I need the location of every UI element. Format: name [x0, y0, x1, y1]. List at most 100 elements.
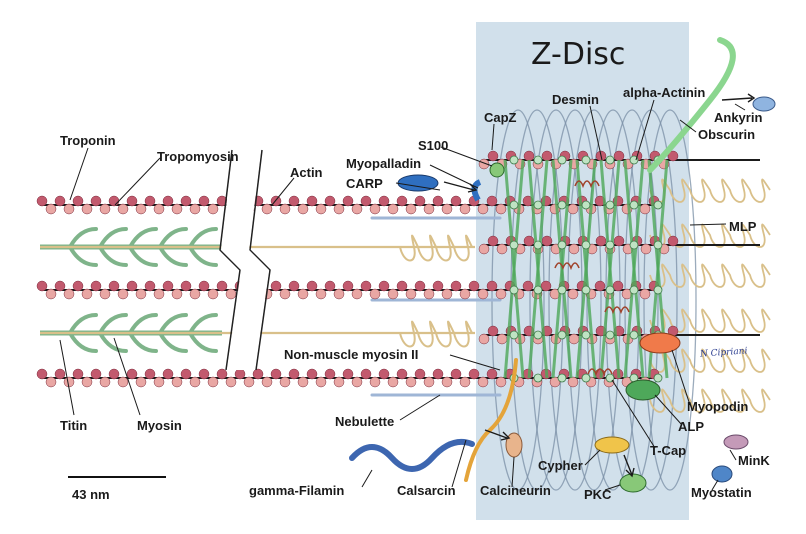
- actin-bead: [342, 280, 354, 292]
- actin-bead: [523, 150, 535, 162]
- myosin-head: [128, 331, 158, 353]
- actin-bead: [306, 280, 318, 292]
- actin-bead: [486, 368, 498, 380]
- alpha-actinin-node: [653, 240, 663, 250]
- actin-bead: [522, 280, 534, 292]
- myosin-head: [158, 313, 188, 335]
- interaction-arrow: [443, 181, 478, 193]
- actin-bead: [72, 368, 84, 380]
- actin-bead: [405, 288, 417, 300]
- actin-bead: [640, 243, 652, 255]
- actin-bead: [459, 376, 471, 388]
- actin-bead: [441, 288, 453, 300]
- alpha-actinin-node: [509, 285, 519, 295]
- t-cap-protein: [554, 262, 580, 271]
- pkc-protein: [619, 473, 647, 493]
- label-nebulette: Nebulette: [335, 414, 395, 429]
- actin-bead: [351, 376, 363, 388]
- actin-bead: [405, 376, 417, 388]
- actin-bead: [459, 203, 471, 215]
- actin-bead: [432, 195, 444, 207]
- interaction-arrow: [484, 429, 511, 441]
- t-cap-protein: [574, 180, 600, 189]
- t-cap-protein: [587, 368, 613, 377]
- actin-bead: [45, 203, 57, 215]
- leader-line: [395, 182, 441, 191]
- actin-bead: [279, 203, 291, 215]
- actin-bead: [81, 376, 93, 388]
- actin-bead: [90, 195, 102, 207]
- actin-bead: [478, 158, 490, 170]
- actin-bead: [423, 203, 435, 215]
- actin-bead: [450, 280, 462, 292]
- leader-line: [69, 147, 89, 201]
- alpha-actinin-node: [557, 285, 567, 295]
- titin-coil: [649, 308, 771, 333]
- actin-bead: [324, 195, 336, 207]
- actin-bead: [549, 376, 561, 388]
- label-carp: CARP: [346, 176, 383, 191]
- leader-line: [584, 449, 601, 466]
- label-myosin: Myosin: [137, 418, 182, 433]
- alpha-actinin-node: [557, 330, 567, 340]
- alpha-actinin-node: [533, 373, 543, 383]
- alpha-actinin-rod: [503, 159, 525, 379]
- actin-bead: [396, 280, 408, 292]
- actin-bead: [171, 288, 183, 300]
- actin-bead: [216, 368, 228, 380]
- leader-line: [604, 484, 621, 491]
- actin-bead: [405, 203, 417, 215]
- actin-bead: [478, 333, 490, 345]
- actin-bead: [450, 368, 462, 380]
- label-calcineurin: Calcineurin: [480, 483, 551, 498]
- actin-bead: [496, 243, 508, 255]
- actin-bead: [396, 195, 408, 207]
- myosin-head: [68, 331, 98, 353]
- actin-bead: [207, 288, 219, 300]
- actin-bead: [495, 203, 507, 215]
- actin-bead: [495, 376, 507, 388]
- myosin-head: [128, 245, 158, 267]
- actin-bead: [189, 203, 201, 215]
- actin-bead: [153, 203, 165, 215]
- actin-bead: [369, 203, 381, 215]
- actin-bead: [171, 376, 183, 388]
- alpha-actinin-rod: [575, 159, 597, 379]
- actin-bead: [351, 288, 363, 300]
- label-troponin: Troponin: [60, 133, 116, 148]
- actin-bead: [324, 280, 336, 292]
- leader-line: [729, 449, 737, 461]
- actin-bead: [225, 376, 237, 388]
- label-titin: Titin: [60, 418, 88, 433]
- actin-bead: [324, 368, 336, 380]
- actin-bead: [414, 195, 426, 207]
- alpha-actinin-node: [533, 155, 543, 165]
- alpha-actinin-node: [629, 200, 639, 210]
- leader-line: [449, 354, 501, 371]
- actin-bead: [198, 195, 210, 207]
- alpha-actinin-rod: [551, 159, 573, 379]
- actin-bead: [81, 288, 93, 300]
- actin-bead: [351, 203, 363, 215]
- actin-bead: [441, 376, 453, 388]
- actin-bead: [297, 376, 309, 388]
- actin-bead: [126, 280, 138, 292]
- desmin-loop: [548, 109, 602, 491]
- leader-line: [114, 157, 161, 206]
- actin-bead: [99, 376, 111, 388]
- label-myopodin: Myopodin: [687, 399, 749, 414]
- associated-proteins: [349, 37, 776, 493]
- myosin-head: [98, 313, 128, 335]
- actin-bead: [360, 368, 372, 380]
- actin-bead: [180, 368, 192, 380]
- actin-bead: [153, 288, 165, 300]
- actin-bead: [487, 325, 499, 337]
- actin-bead: [189, 288, 201, 300]
- alpha-actinin-rod: [527, 159, 549, 379]
- scale-bar-label: 43 nm: [72, 487, 110, 502]
- alpha-actinin-node: [533, 200, 543, 210]
- myosin-head: [98, 245, 128, 267]
- leader-line: [451, 439, 467, 488]
- actin-bead: [613, 235, 625, 247]
